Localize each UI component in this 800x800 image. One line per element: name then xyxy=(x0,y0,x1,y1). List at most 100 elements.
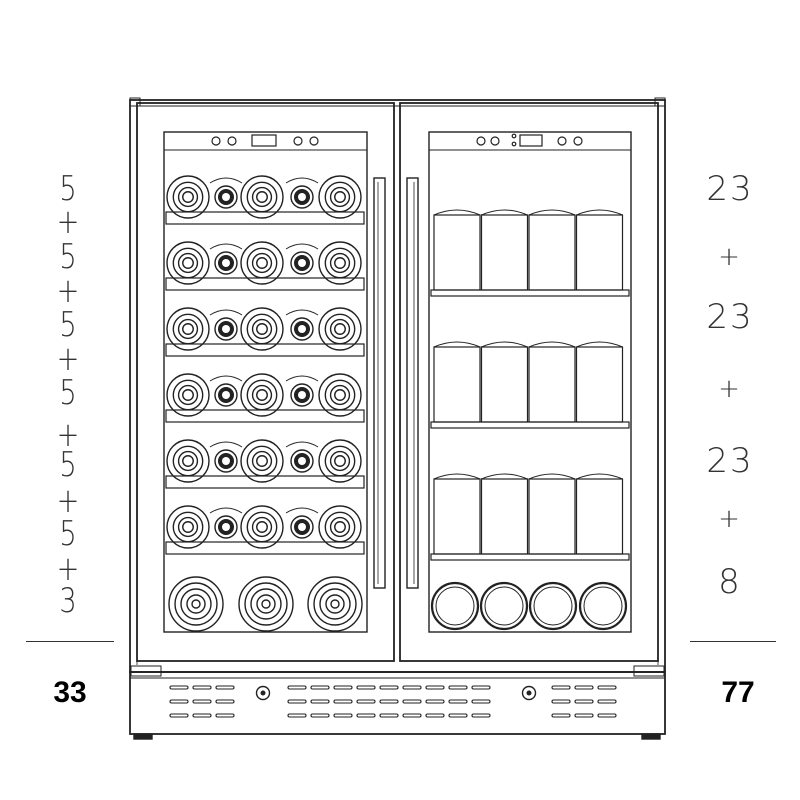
vent-slot xyxy=(471,713,491,718)
right-lock-icon xyxy=(521,685,537,701)
vent-slot xyxy=(215,699,235,704)
vent-slot xyxy=(471,699,491,704)
left-door-glass xyxy=(163,131,368,633)
wine-bottle xyxy=(285,309,319,341)
beverage-can xyxy=(433,473,481,555)
left-plus-5: + xyxy=(56,481,80,521)
wine-bottle xyxy=(166,439,210,483)
beverage-can xyxy=(480,473,529,555)
right-bottom-bottles xyxy=(430,581,628,631)
left-total-rule xyxy=(26,641,114,642)
vent-slot xyxy=(379,699,399,704)
vent-slot xyxy=(333,713,353,718)
wine-bottle xyxy=(209,243,243,275)
right-foot xyxy=(633,665,665,677)
right-door-frame xyxy=(399,102,659,662)
vent-slot xyxy=(551,685,571,690)
vent-slot xyxy=(597,713,617,718)
vent-slot xyxy=(551,699,571,704)
left-row-count-2: 5 xyxy=(59,237,77,277)
beverage-can xyxy=(528,473,576,555)
left-plus-1: + xyxy=(56,202,80,242)
vent-slot xyxy=(356,713,376,718)
beverage-can xyxy=(528,341,576,423)
wine-rack xyxy=(165,175,365,225)
can-shelf xyxy=(430,209,630,297)
wine-bottle xyxy=(285,441,319,473)
can-shelf xyxy=(430,473,630,561)
vent-slot xyxy=(574,699,594,704)
vent-slot xyxy=(356,685,376,690)
vent-slot xyxy=(597,685,617,690)
wine-bottle xyxy=(166,373,210,417)
vent-slot xyxy=(425,699,445,704)
wine-rack xyxy=(165,241,365,291)
right-row-count-3: 23 xyxy=(706,441,754,481)
vent-slot xyxy=(310,713,330,718)
vent-slot xyxy=(169,713,189,718)
cabinet-outline xyxy=(129,99,666,673)
right-plus-3: + xyxy=(718,504,742,534)
wine-bottle xyxy=(240,307,284,351)
beverage-can xyxy=(433,341,481,423)
vent-slot xyxy=(425,685,445,690)
vent-slot xyxy=(448,699,468,704)
wine-rack xyxy=(165,505,365,555)
right-hinge-top xyxy=(654,97,666,107)
beverage-can xyxy=(575,473,624,555)
vent-slot xyxy=(169,685,189,690)
left-plus-6: + xyxy=(56,549,80,589)
vent-slot xyxy=(379,685,399,690)
wine-bottle xyxy=(285,375,319,407)
left-row-count-5: 5 xyxy=(59,445,77,485)
vent-slot xyxy=(448,685,468,690)
wine-racks xyxy=(165,175,365,555)
wine-rack xyxy=(165,307,365,357)
wine-rack xyxy=(165,373,365,423)
wine-bottle xyxy=(240,241,284,285)
left-lock-icon xyxy=(255,685,271,701)
wine-bottle xyxy=(166,505,210,549)
right-plus-1: + xyxy=(718,242,742,272)
vent-slot xyxy=(402,685,422,690)
beverage-bottle xyxy=(528,581,578,631)
wine-bottle xyxy=(318,439,362,483)
vent-slot xyxy=(310,685,330,690)
beverage-bottle xyxy=(479,581,529,631)
right-total-rule xyxy=(690,641,776,642)
vent-slot xyxy=(551,713,571,718)
vent-slot xyxy=(287,713,307,718)
beverage-can xyxy=(480,341,529,423)
beverage-bottle xyxy=(430,581,480,631)
left-plus-3: + xyxy=(56,339,80,379)
vent-slot xyxy=(356,699,376,704)
vent-slot xyxy=(574,713,594,718)
left-door-handle xyxy=(373,177,386,589)
beverage-can xyxy=(575,341,624,423)
beverage-bottle xyxy=(578,581,628,631)
vent-slot xyxy=(379,713,399,718)
vent-slot xyxy=(287,685,307,690)
vent-slot xyxy=(471,685,491,690)
right-row-count-2: 23 xyxy=(706,297,754,337)
vent-slot xyxy=(402,699,422,704)
wine-bottle xyxy=(209,177,243,209)
wine-bottle xyxy=(318,241,362,285)
can-shelves xyxy=(430,209,630,561)
vent-slot xyxy=(310,699,330,704)
vent-slot xyxy=(192,699,212,704)
wine-bottle xyxy=(285,243,319,275)
beverage-can xyxy=(433,209,481,291)
vent-slot xyxy=(192,713,212,718)
right-row-count-1: 23 xyxy=(706,169,754,209)
vent-slot xyxy=(425,713,445,718)
right-row-count-4: 8 xyxy=(718,562,742,602)
left-control-panel xyxy=(211,134,319,147)
wine-bottle xyxy=(285,177,319,209)
left-row-count-6: 5 xyxy=(59,514,77,554)
left-total: 33 xyxy=(53,676,87,709)
vent-slot xyxy=(402,713,422,718)
left-door-frame xyxy=(136,102,395,662)
vent-slot xyxy=(597,699,617,704)
